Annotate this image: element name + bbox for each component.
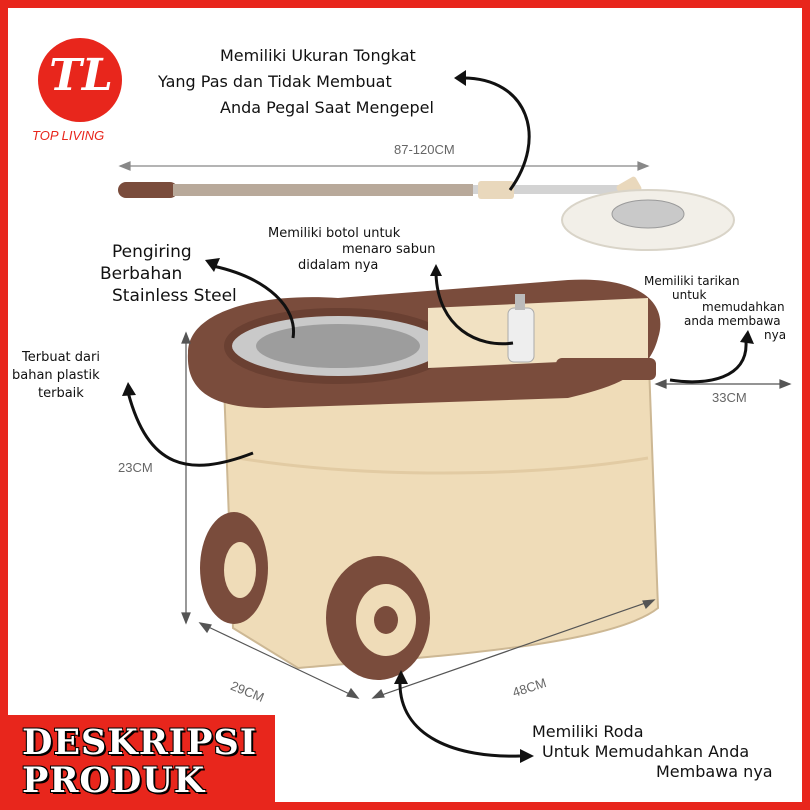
pull-note-line5: nya — [764, 328, 787, 342]
banner-line1: DESKRIPSI — [22, 722, 258, 763]
basket-note-line2: Berbahan — [100, 264, 183, 284]
basket-note-line3: Stainless Steel — [112, 286, 237, 306]
handle-note-line2: Yang Pas dan Tidak Membuat — [158, 72, 392, 91]
pull-arrow — [669, 341, 748, 384]
soap-arrow — [434, 273, 514, 346]
banner-line2: PRODUK — [22, 760, 206, 801]
soap-note-line2: menaro sabun — [342, 242, 436, 257]
plastic-note-line1: Terbuat dari — [22, 350, 100, 365]
mop-head — [561, 189, 735, 251]
description-banner: DESKRIPSI PRODUK — [0, 715, 275, 802]
plastic-note-line2: bahan plastik — [12, 368, 100, 383]
basket-note-line1: Pengiring — [112, 242, 192, 262]
handle-arrow — [462, 76, 531, 191]
wheel-note-line1: Memiliki Roda — [532, 722, 644, 741]
plastic-arrow — [126, 391, 254, 467]
brand-logo-letters: TL — [49, 50, 113, 101]
handle-note-line1: Memiliki Ukuran Tongkat — [220, 46, 416, 65]
length-dimension-line — [371, 599, 656, 699]
handle-length-label: 87-120CM — [394, 142, 455, 157]
product-image-frame: TL TOP LIVING Memiliki Ukuran Tongkat Ya… — [8, 8, 802, 802]
pull-note-line3: memudahkan — [702, 300, 785, 314]
brand-logo-circle — [38, 38, 122, 122]
height-label: 23CM — [118, 460, 153, 475]
height-dimension-line — [181, 331, 191, 625]
bucket — [187, 279, 661, 670]
brand-logo: TL TOP LIVING — [32, 32, 142, 143]
pull-note-line4: anda membawa — [684, 314, 781, 328]
handle-note-line3: Anda Pegal Saat Mengepel — [220, 98, 434, 117]
wheel-arrow — [398, 679, 521, 758]
bucket-wheels — [200, 512, 430, 680]
pull-note-line1: Memiliki tarikan — [644, 274, 740, 288]
handle-dimension-line — [118, 161, 650, 171]
width-label: 33CM — [712, 390, 747, 405]
mop-handle — [118, 176, 642, 200]
width-dimension-line — [654, 379, 792, 389]
wheel-note-line3: Membawa nya — [656, 762, 773, 781]
soap-note-line1: Memiliki botol untuk — [268, 226, 401, 241]
wheel-note-line2: Untuk Memudahkan Anda — [542, 742, 750, 761]
pull-note-line2: untuk — [672, 288, 707, 302]
depth-dimension-line — [198, 622, 360, 699]
plastic-note-line3: terbaik — [38, 386, 84, 401]
product-illustration — [118, 70, 792, 763]
basket-arrow — [212, 264, 296, 339]
brand-name: TOP LIVING — [32, 128, 105, 143]
soap-note-line3: didalam nya — [298, 258, 379, 273]
